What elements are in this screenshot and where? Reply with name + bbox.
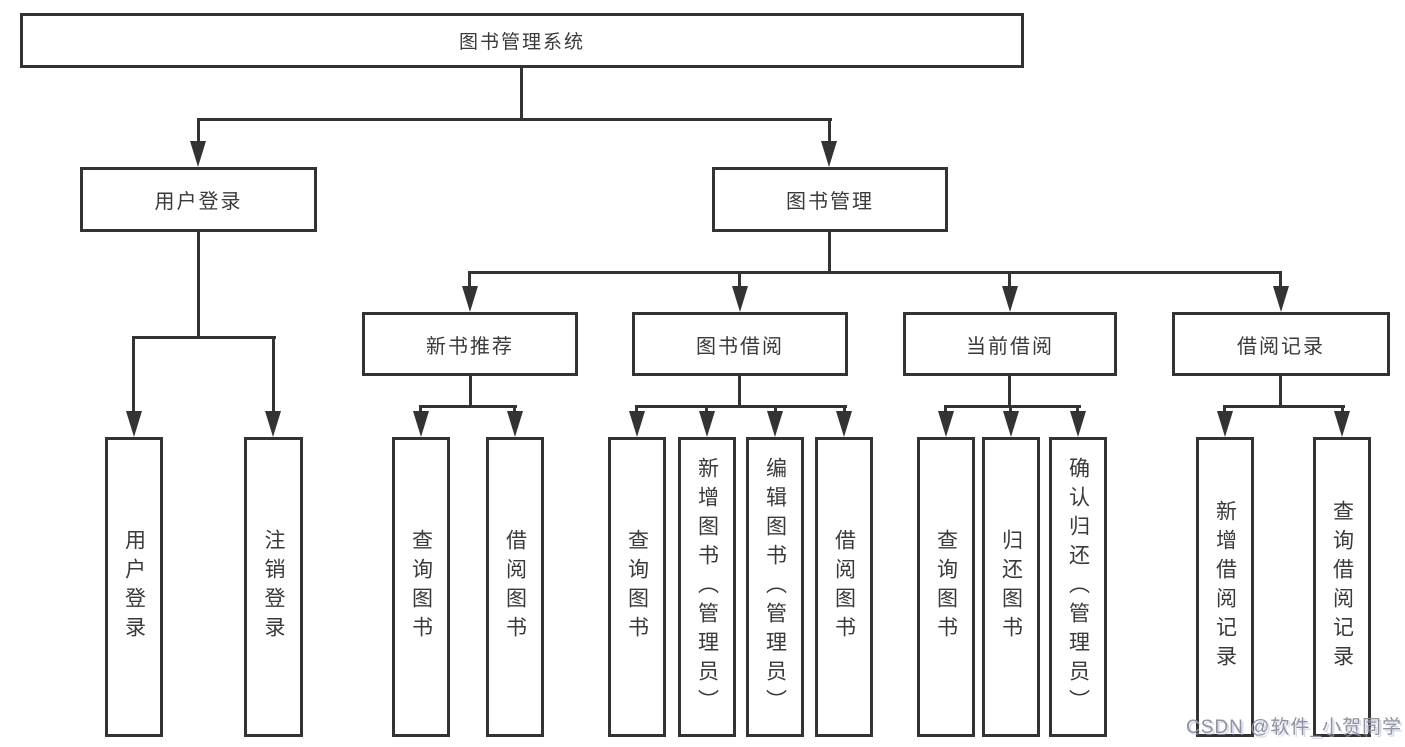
arrow-down-icon [413,411,429,437]
connector-line [828,232,831,274]
connector-line [132,336,276,339]
connector-line [738,374,741,408]
node-label: 编辑图书（管理员） [763,456,787,718]
arrow-down-icon [1070,411,1086,437]
connector-line [468,271,471,289]
arrow-down-icon [1217,411,1233,437]
arrow-down-icon [821,141,837,167]
connector-line [272,336,275,414]
node-label: 图书管理系统 [458,32,585,53]
connector-line [1279,374,1282,408]
node-book-borrowing: 图书借阅 [632,312,848,376]
connector-line [1076,405,1079,415]
node-label: 图书管理 [786,191,874,213]
leaf-query-books-current: 查询图书 [917,437,975,737]
leaf-query-borrow-record: 查询借阅记录 [1313,437,1371,737]
node-label: 查询借阅记录 [1330,500,1354,674]
arrow-down-icon [1273,286,1289,312]
leaf-return-books: 归还图书 [982,437,1040,737]
arrow-down-icon [938,411,954,437]
arrow-down-icon [126,411,142,437]
connector-line [468,271,1282,274]
node-label: 查询图书 [625,529,649,645]
arrow-down-icon [767,411,783,437]
node-label: 借阅图书 [832,529,856,645]
connector-line [635,405,638,415]
connector-line [1008,271,1011,289]
csdn-watermark: CSDN @软件_小贺同学 [1186,717,1402,738]
connector-line [419,405,517,408]
connector-line [1223,405,1345,408]
connector-line [738,271,741,289]
node-label: 确认归还（管理员） [1066,456,1090,718]
connector-line [197,118,832,121]
node-label: 新书推荐 [426,335,514,358]
connector-line [944,405,1081,408]
connector-line [132,336,135,414]
arrow-down-icon [629,411,645,437]
connector-line [1223,405,1226,415]
node-label: 新增图书（管理员） [695,456,719,718]
arrow-down-icon [1334,411,1350,437]
arrow-down-icon [699,411,715,437]
node-label: 查询图书 [934,529,958,645]
arrow-down-icon [1003,411,1019,437]
connector-line [419,405,422,415]
node-borrowing-records: 借阅记录 [1172,312,1390,376]
arrow-down-icon [507,411,523,437]
arrow-down-icon [190,141,206,167]
arrow-down-icon [732,286,748,312]
node-label: 查询图书 [409,529,433,645]
connector-line [1279,271,1282,289]
connector-line [1009,405,1012,415]
connector-line [705,405,708,415]
leaf-query-books-borrowing: 查询图书 [608,437,666,737]
arrow-down-icon [265,411,281,437]
node-current-borrowing: 当前借阅 [903,312,1117,376]
node-label: 当前借阅 [966,335,1054,358]
node-label: 借阅记录 [1237,335,1325,358]
node-label: 借阅图书 [503,529,527,645]
node-label: 图书借阅 [696,335,784,358]
node-label: 新增借阅记录 [1213,500,1237,674]
leaf-query-books-recommend: 查询图书 [392,437,450,737]
node-book-management: 图书管理 [712,167,948,232]
leaf-add-borrow-record: 新增借阅记录 [1196,437,1254,737]
arrow-down-icon [836,411,852,437]
connector-line [197,232,200,339]
connector-line [1008,374,1011,408]
connector-line [469,374,472,408]
node-label: 用户登录 [122,529,146,645]
node-user-login: 用户登录 [80,167,317,232]
node-root-library-system: 图书管理系统 [20,13,1024,68]
arrow-down-icon [1002,286,1018,312]
node-label: 用户登录 [154,191,243,213]
leaf-add-books-admin: 新增图书（管理员） [678,437,736,737]
connector-line [513,405,516,415]
connector-line [1341,405,1344,415]
connector-line [843,405,846,415]
connector-line [197,118,200,145]
connector-line [774,405,777,415]
node-label: 归还图书 [999,529,1023,645]
connector-line [828,118,831,145]
connector-line [520,66,523,121]
leaf-user-login: 用户登录 [105,437,163,737]
node-label: 注销登录 [262,529,285,645]
connector-line [635,405,847,408]
leaf-logout: 注销登录 [244,437,303,737]
node-new-book-recommend: 新书推荐 [362,312,578,376]
connector-line [944,405,947,415]
leaf-edit-books-admin: 编辑图书（管理员） [746,437,804,737]
leaf-confirm-return-admin: 确认归还（管理员） [1049,437,1107,737]
arrow-down-icon [462,286,478,312]
leaf-borrow-books-borrowing: 借阅图书 [815,437,873,737]
leaf-borrow-books-recommend: 借阅图书 [486,437,544,737]
